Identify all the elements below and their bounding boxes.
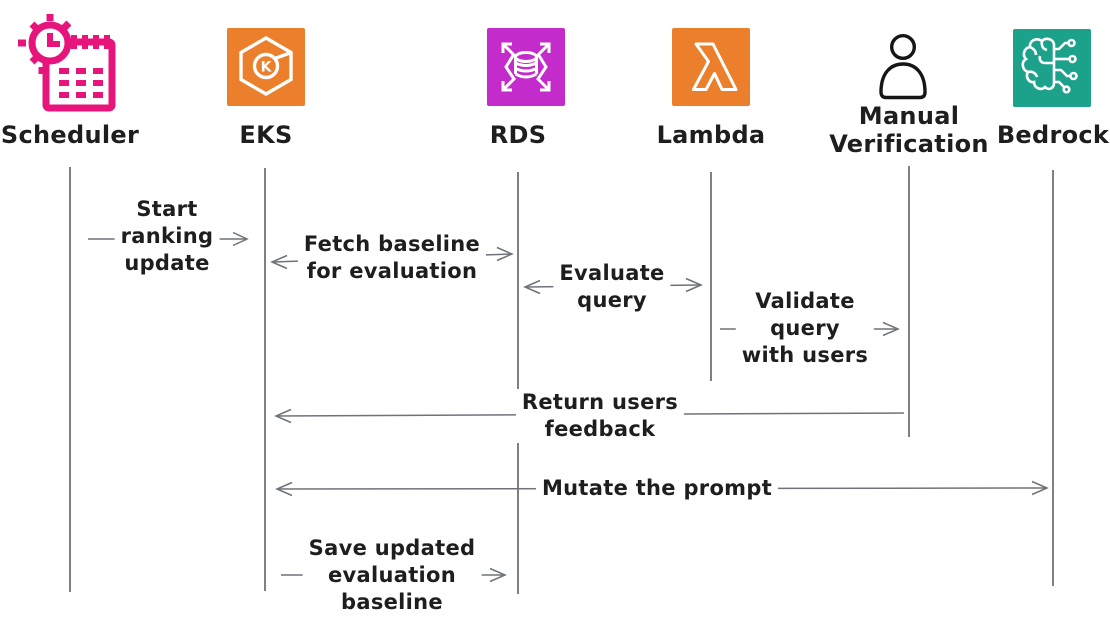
arrowhead-right-icon <box>496 246 514 262</box>
message-line: with users <box>735 342 875 369</box>
arrowhead-right-icon <box>685 277 703 293</box>
clock-calendar-icon <box>18 14 116 112</box>
arrowhead-right-icon <box>882 321 900 337</box>
message-line: feedback <box>515 416 685 443</box>
message-evaluate-query: Evaluate query <box>553 260 671 314</box>
actor-label-lambda: Lambda <box>656 121 766 149</box>
arrowhead-left-icon <box>270 254 288 270</box>
rds-database-icon <box>487 28 565 106</box>
actor-label-manual-verification: Manual Verification <box>829 102 989 158</box>
arrowhead-left-icon <box>523 279 541 295</box>
eks-letter: K <box>261 60 273 76</box>
message-mutate-prompt: Mutate the prompt <box>535 475 779 502</box>
actor-label-bedrock: Bedrock <box>996 121 1110 149</box>
message-line: Validate <box>735 288 875 315</box>
message-fetch-baseline: Fetch baseline for evaluation <box>297 231 487 285</box>
message-line: Fetch baseline <box>297 231 487 258</box>
actor-label-line: Manual <box>858 102 960 130</box>
message-line: Mutate the prompt <box>535 475 779 502</box>
arrowhead-right-icon <box>232 231 249 247</box>
arrowhead-right-icon <box>1031 480 1049 496</box>
message-line: ranking <box>114 223 220 250</box>
message-line: evaluation <box>302 562 482 589</box>
arrowhead-left-icon <box>274 408 292 424</box>
message-line: update <box>114 250 220 277</box>
message-line: for evaluation <box>297 258 487 285</box>
arrowhead-left-icon <box>275 481 293 497</box>
message-line: Evaluate <box>553 260 671 287</box>
message-line: query <box>735 315 875 342</box>
message-line: Start <box>114 196 220 223</box>
actor-label-line: Verification <box>829 130 989 158</box>
eks-kubernetes-icon: K <box>227 28 305 106</box>
message-line: Return users <box>515 389 685 416</box>
message-validate-query: Validate query with users <box>735 288 875 369</box>
lifelines <box>69 166 1054 594</box>
person-icon <box>879 33 927 100</box>
arrowhead-right-icon <box>489 567 507 583</box>
lambda-icon <box>672 28 750 106</box>
message-start-ranking-update: Start ranking update <box>114 196 220 277</box>
actor-label-eks: EKS <box>239 121 293 149</box>
actor-label-rds: RDS <box>489 121 547 149</box>
actor-label-scheduler: Scheduler <box>0 121 140 149</box>
message-return-feedback: Return users feedback <box>515 389 685 443</box>
brain-circuit-icon <box>1013 29 1091 107</box>
message-line: Save updated <box>302 535 482 562</box>
message-save-baseline: Save updated evaluation baseline <box>302 535 482 616</box>
message-line: query <box>553 287 671 314</box>
message-line: baseline <box>302 589 482 616</box>
